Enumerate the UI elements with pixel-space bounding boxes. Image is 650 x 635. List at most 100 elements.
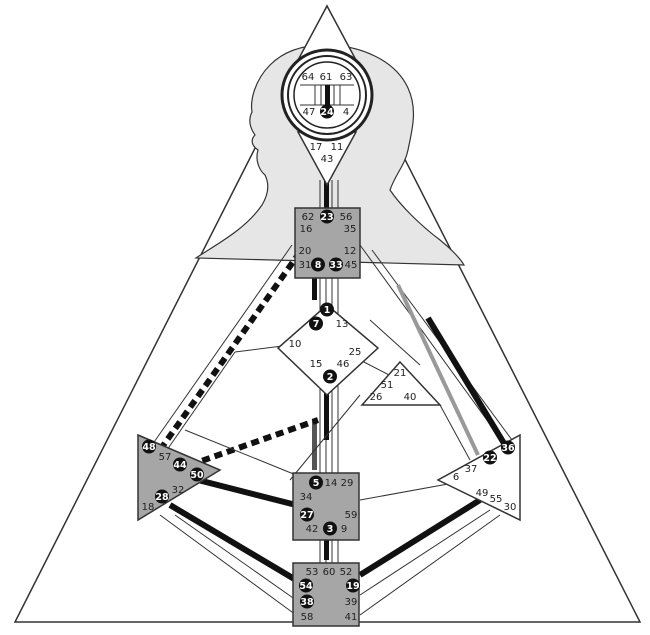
gate-37: 37 [465, 464, 478, 475]
gate-30: 30 [504, 502, 517, 513]
gate-4: 4 [343, 107, 349, 118]
gate-label: 35 [344, 224, 357, 235]
gate-label: 22 [483, 453, 496, 464]
gate-label: 52 [340, 567, 353, 578]
gate-58: 58 [301, 612, 314, 623]
gate-activation-marker [346, 578, 360, 593]
gate-31: 31 [299, 260, 312, 271]
gate-label: 61 [320, 72, 333, 83]
gate-activation-marker [309, 316, 323, 331]
gate-label: 41 [345, 612, 358, 623]
gate-28: 28 [155, 489, 169, 504]
gate-label: 11 [331, 142, 344, 153]
gate-14: 14 [325, 478, 338, 489]
gate-label: 26 [370, 392, 383, 403]
gate-25: 25 [349, 347, 362, 358]
gate-label: 20 [299, 246, 312, 257]
gate-label: 44 [173, 460, 187, 471]
gate-38: 38 [300, 594, 314, 609]
gate-59: 59 [345, 510, 358, 521]
gate-40: 40 [404, 392, 417, 403]
gate-label: 32 [172, 485, 185, 496]
gate-label: 4 [343, 107, 349, 118]
gate-21: 21 [394, 368, 407, 379]
gate-47: 47 [303, 107, 316, 118]
gate-label: 19 [346, 581, 359, 592]
gate-activation-marker [300, 507, 314, 522]
gate-label: 55 [490, 494, 503, 505]
gate-label: 31 [299, 260, 312, 271]
gate-48: 48 [142, 439, 156, 454]
gate-32: 32 [172, 485, 185, 496]
gate-label: 7 [313, 319, 320, 330]
gate-label: 34 [300, 492, 313, 503]
gate-1: 1 [320, 302, 334, 317]
gate-45: 45 [345, 260, 358, 271]
gate-23: 23 [320, 209, 334, 224]
gate-activation-marker [329, 257, 343, 272]
gate-51: 51 [381, 380, 394, 391]
gate-50: 50 [190, 467, 204, 482]
gate-label: 16 [300, 224, 313, 235]
gate-activation-marker [323, 521, 337, 536]
gate-label: 12 [344, 246, 357, 257]
gate-label: 5 [313, 478, 320, 489]
gate-34: 34 [300, 492, 313, 503]
gate-label: 37 [465, 464, 478, 475]
gate-61: 61 [320, 72, 333, 83]
gate-60: 60 [323, 567, 336, 578]
gate-49: 49 [476, 488, 489, 499]
gate-19: 19 [346, 578, 360, 593]
gate-label: 63 [340, 72, 353, 83]
gate-label: 38 [300, 597, 314, 608]
gate-10: 10 [289, 339, 302, 350]
gate-activation-marker [309, 475, 323, 490]
gate-activation-marker [299, 578, 313, 593]
gate-label: 17 [310, 142, 323, 153]
gate-27: 27 [300, 507, 314, 522]
gate-13: 13 [336, 319, 349, 330]
gate-label: 33 [329, 260, 342, 271]
gate-64: 64 [302, 72, 315, 83]
gate-label: 57 [159, 452, 172, 463]
gate-label: 6 [453, 472, 459, 483]
gate-activation-marker [173, 457, 187, 472]
center-heart [360, 360, 442, 406]
gate-label: 47 [303, 107, 316, 118]
gate-33: 33 [329, 257, 343, 272]
gate-29: 29 [341, 478, 354, 489]
gate-label: 8 [315, 260, 322, 271]
gate-label: 18 [142, 502, 155, 513]
gate-5: 5 [309, 475, 323, 490]
gate-activation-marker [311, 257, 325, 272]
gate-label: 59 [345, 510, 358, 521]
gate-label: 30 [504, 502, 517, 513]
gate-label: 29 [341, 478, 354, 489]
gate-label: 42 [306, 524, 319, 535]
gate-label: 48 [142, 442, 156, 453]
center-g [276, 304, 380, 397]
gate-54: 54 [299, 578, 313, 593]
gate-12: 12 [344, 246, 357, 257]
gate-label: 1 [324, 305, 331, 316]
gate-label: 9 [341, 524, 347, 535]
gate-label: 21 [394, 368, 407, 379]
gate-2: 2 [323, 369, 337, 384]
gate-8: 8 [311, 257, 325, 272]
gate-activation-marker [320, 302, 334, 317]
gate-label: 14 [325, 478, 338, 489]
gate-label: 25 [349, 347, 362, 358]
center-root [292, 562, 360, 627]
gate-41: 41 [345, 612, 358, 623]
gate-label: 64 [302, 72, 315, 83]
gate-42: 42 [306, 524, 319, 535]
gate-activation-marker [300, 594, 314, 609]
gate-63: 63 [340, 72, 353, 83]
gate-7: 7 [309, 316, 323, 331]
gate-label: 54 [299, 581, 313, 592]
gate-label: 60 [323, 567, 336, 578]
gate-label: 46 [337, 359, 350, 370]
gate-46: 46 [337, 359, 350, 370]
gate-57: 57 [159, 452, 172, 463]
